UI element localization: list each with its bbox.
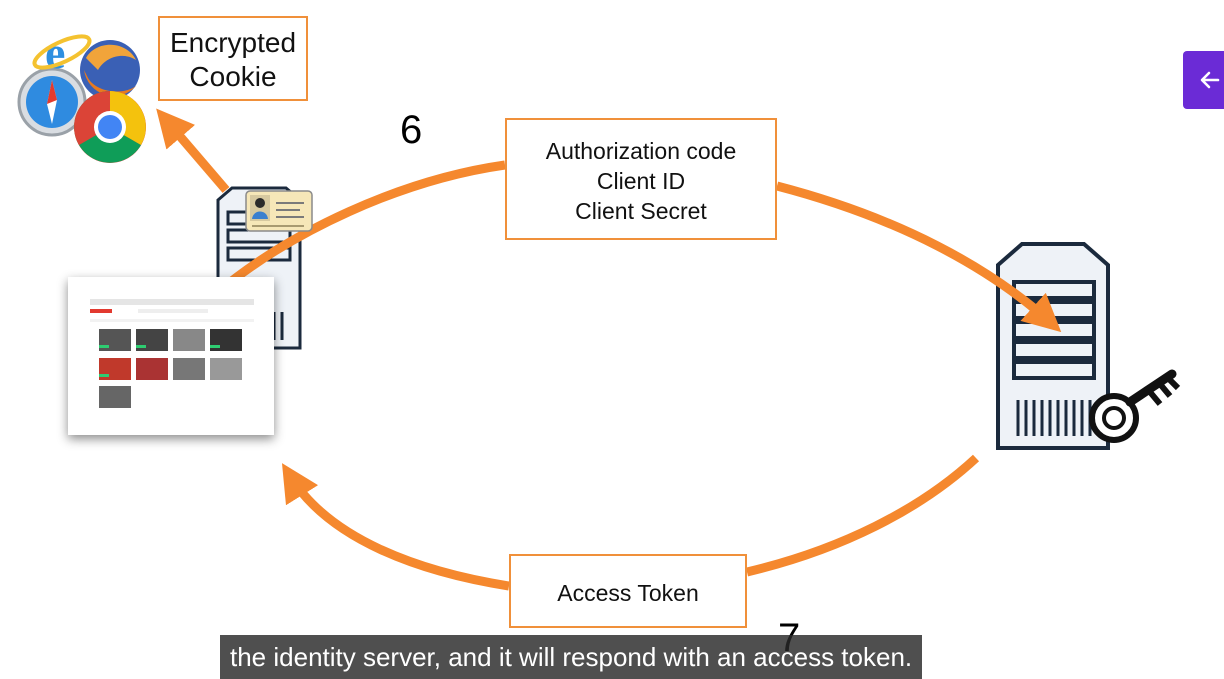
client-secret-label: Client Secret <box>575 198 707 224</box>
arc-request-start <box>215 160 506 296</box>
authorization-request-box: Authorization code Client ID Client Secr… <box>505 118 777 240</box>
arrow-to-browser <box>156 108 230 193</box>
key-icon <box>1089 369 1181 443</box>
svg-text:e: e <box>45 27 65 78</box>
arc-response-start <box>745 454 980 577</box>
access-token-box: Access Token <box>509 554 747 628</box>
web-app-screenshot <box>68 277 274 435</box>
browser-logos-icon: e <box>17 27 146 163</box>
arrow-left-icon <box>1200 71 1220 89</box>
step-number-6: 6 <box>400 108 423 152</box>
arc-response-end <box>281 463 510 591</box>
id-card-icon <box>245 190 313 232</box>
arc-request-end <box>775 181 1062 333</box>
client-id-label: Client ID <box>596 168 686 194</box>
authorization-code-label: Authorization code <box>545 138 737 164</box>
video-caption: the identity server, and it will respond… <box>220 635 923 679</box>
encrypted-cookie-box: Encrypted Cookie <box>158 16 308 101</box>
back-button[interactable] <box>1183 51 1224 109</box>
cookie-label-line1: Encrypted <box>169 27 297 58</box>
web-app-screenshot-image <box>90 299 254 408</box>
cookie-label-line2: Cookie <box>189 61 277 92</box>
access-token-label: Access Token <box>557 580 699 606</box>
